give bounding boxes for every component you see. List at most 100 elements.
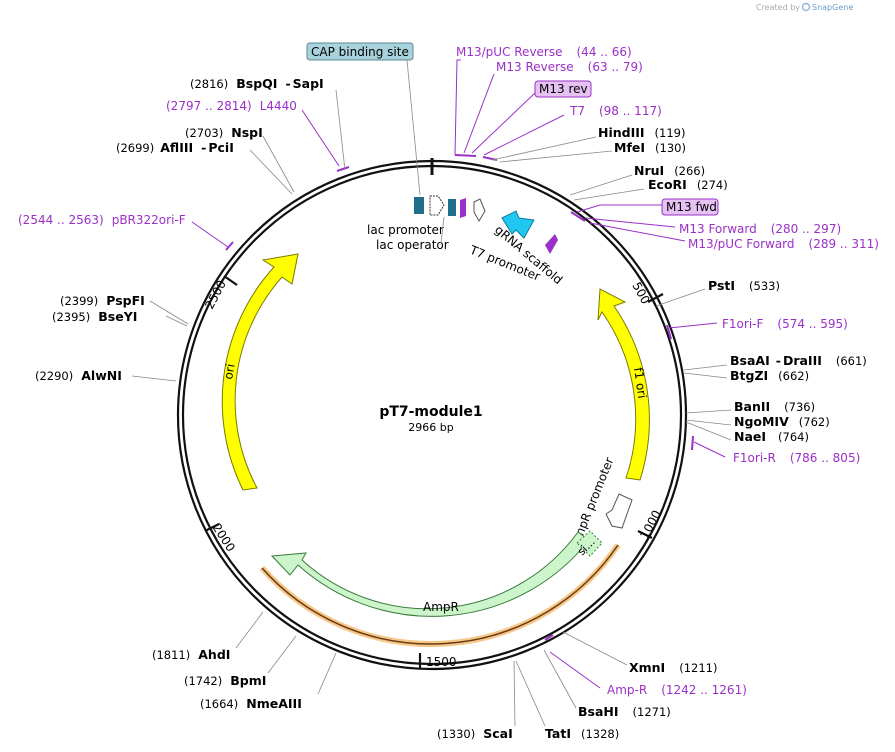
ampr-primer-arc (544, 634, 554, 641)
cap-leader (406, 59, 421, 196)
pbr-arc (225, 241, 234, 251)
credit: Created by SnapGene (756, 2, 853, 12)
primer-m13puc-rev: M13/pUC Reverse(44 .. 66) (456, 45, 632, 59)
ori-label: ori (221, 363, 237, 381)
bsahi-leader (543, 649, 577, 709)
t7-leader (483, 114, 565, 156)
enzyme-alwni: (2290)AlwNI (35, 368, 122, 383)
cap-binding-box (448, 199, 456, 216)
lac-operator-arrow (429, 195, 445, 216)
tick-500 (647, 293, 664, 303)
primer-m13-rev: M13 Reverse(63 .. 79) (496, 60, 643, 74)
ampr-feature-arrow (270, 531, 590, 617)
bspqi-leader (335, 89, 346, 171)
tick-2500 (223, 275, 238, 286)
m13puc-rev-leader (454, 59, 461, 156)
enzyme-naei: NaeI(764) (734, 429, 809, 444)
ampr-promoter-arrow (605, 493, 633, 529)
bsaai-leader (683, 364, 728, 371)
nmeaiii-leader (317, 652, 337, 695)
m13-fwd-box-label: M13 fwd (666, 200, 717, 214)
m13-fwd-box (661, 198, 719, 216)
lac-features (414, 195, 558, 254)
enzyme-nspi: (2703)NspI (185, 125, 263, 140)
primer-l4440: (2797 .. 2814)L4440 (166, 99, 297, 113)
ahdi-leader (235, 611, 264, 649)
plasmid-length: 2966 bp (408, 421, 453, 434)
naei-leader (685, 421, 732, 441)
hindiii-leader (491, 136, 597, 161)
enzyme-leaders (131, 89, 732, 727)
alwni-leader (131, 375, 177, 382)
nspi-leader (262, 135, 295, 193)
lac-operator-leader (440, 216, 445, 244)
ngomiv-leader (685, 419, 732, 426)
grna-scaffold-arrow (501, 210, 535, 239)
snapgene-logo-icon (801, 2, 811, 12)
pbr-leader (191, 221, 229, 248)
ecori-leader (573, 188, 645, 201)
scai-leader (513, 660, 516, 727)
primer-m13puc-forward: M13/pUC Forward(289 .. 311) (688, 237, 879, 251)
lac-promoter-label: lac promoter (367, 223, 444, 237)
enzyme-tati: TatI(1328) (545, 726, 619, 741)
tick-label-1500: 1500 (426, 655, 457, 669)
nrui-leader (569, 174, 633, 196)
f1ori-label: f1 ori (631, 366, 649, 399)
cap-binding-site-label: CAP binding site (311, 45, 409, 59)
f1orif-leader (668, 322, 718, 329)
m13-rev-box-label: M13 rev (539, 82, 588, 96)
lac-promoter-box (414, 197, 424, 214)
btgzi-leader (683, 372, 728, 379)
lac-operator-label: lac operator (376, 238, 449, 252)
primer-leaders-top (191, 59, 726, 689)
ampr-primer-leader (549, 651, 601, 689)
f1ori-feature-arrow (597, 288, 650, 481)
enzyme-ahdi: (1811)AhdI (152, 647, 230, 662)
tick-1000 (637, 530, 653, 539)
f1orir-leader (693, 441, 726, 458)
ruler-ticks (204, 275, 664, 668)
banii-leader (685, 409, 732, 414)
primer-m13-forward: M13 Forward(280 .. 297) (679, 222, 841, 236)
enzyme-mfei: MfeI(130) (614, 140, 686, 155)
m13-fwd-primer-arrow (545, 234, 558, 254)
enzyme-bspqi: (2816)BspQI-SapI (190, 76, 324, 91)
afliii-leader (249, 149, 293, 195)
f1orir-arc (691, 435, 694, 451)
tick-2000 (204, 523, 220, 532)
m13puc-rev-arc (454, 154, 477, 157)
m13-fwd-arc (570, 211, 586, 222)
ampr-label: AmpR (423, 600, 459, 614)
xmni-leader (562, 631, 628, 666)
enzyme-bseyi: (2395)BseYI (52, 309, 137, 324)
enzyme-btgzi: BtgZI(662) (730, 368, 809, 383)
t7-primer-arrow (460, 198, 466, 218)
primer-f1ori-f: F1ori-F(574 .. 595) (722, 317, 848, 331)
ampr-dark-arc (261, 544, 619, 645)
primer-t7: T7(98 .. 117) (569, 104, 662, 118)
cap-binding-site-box (306, 42, 414, 61)
pspfi-leader (149, 300, 189, 325)
enzyme-afliii: (2699)AflIII-PciI (116, 140, 234, 155)
m13puc-fwd-leader (589, 222, 686, 242)
enzyme-psti: PstI(533) (708, 278, 780, 293)
bseyi-leader (165, 315, 188, 327)
enzyme-bsaai: BsaAI-DraIII(661) (730, 353, 867, 368)
m13-rev-box (534, 80, 592, 98)
m13-rev-leader (463, 73, 495, 154)
credit-prefix: Created by (756, 3, 800, 12)
enzyme-bpmi: (1742)BpmI (184, 673, 266, 688)
credit-brand: SnapGene (812, 3, 853, 12)
l4440-arc (336, 166, 350, 172)
ori-feature-arrow (221, 253, 299, 491)
t7-promoter-arrow (473, 198, 486, 222)
m13-fwd-leader (576, 204, 662, 213)
plasmid-name: pT7-module1 (379, 404, 482, 420)
primer-amp-r: Amp-R(1242 .. 1261) (607, 683, 747, 697)
enzyme-ecori: EcoRI(274) (648, 177, 728, 192)
enzyme-hindiii: HindIII(119) (598, 125, 685, 140)
l4440-leader (301, 109, 340, 167)
primer-arcs (225, 154, 694, 641)
enzyme-xmni: XmnI(1211) (629, 660, 717, 675)
